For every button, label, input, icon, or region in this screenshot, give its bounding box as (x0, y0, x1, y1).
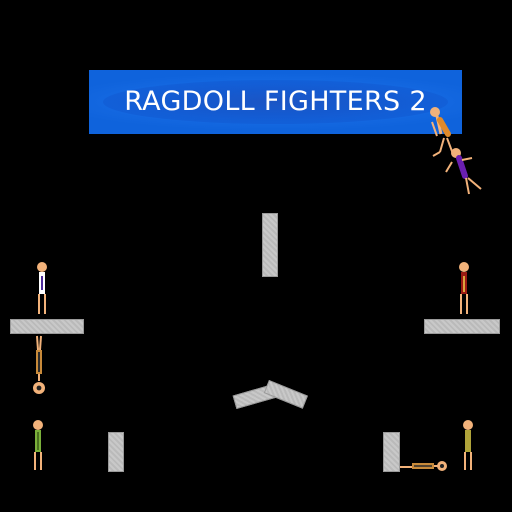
ragdoll-lying-down[interactable] (400, 461, 447, 471)
center-pillar-platform (262, 213, 278, 277)
ragdoll-bottom-right-olive[interactable] (463, 420, 473, 470)
title-banner: RAGDOLL FIGHTERS 2 (89, 70, 462, 134)
ragdoll-left-standing[interactable] (37, 262, 47, 314)
ragdoll-purple-dangling[interactable] (445, 148, 482, 195)
ragdoll-orange-hanging[interactable] (430, 107, 454, 157)
ragdoll-bottom-left-green[interactable] (33, 420, 43, 470)
bottom-right-pillar-platform (383, 432, 400, 472)
ragdoll-left-upside-down[interactable] (33, 335, 45, 394)
bottom-left-pillar-platform (108, 432, 124, 472)
title-glow (103, 80, 448, 124)
game-title: RAGDOLL FIGHTERS 2 (124, 86, 427, 117)
ragdoll-right-standing-red[interactable] (459, 262, 469, 314)
left-ledge-platform (10, 319, 84, 334)
right-ledge-platform (424, 319, 500, 334)
